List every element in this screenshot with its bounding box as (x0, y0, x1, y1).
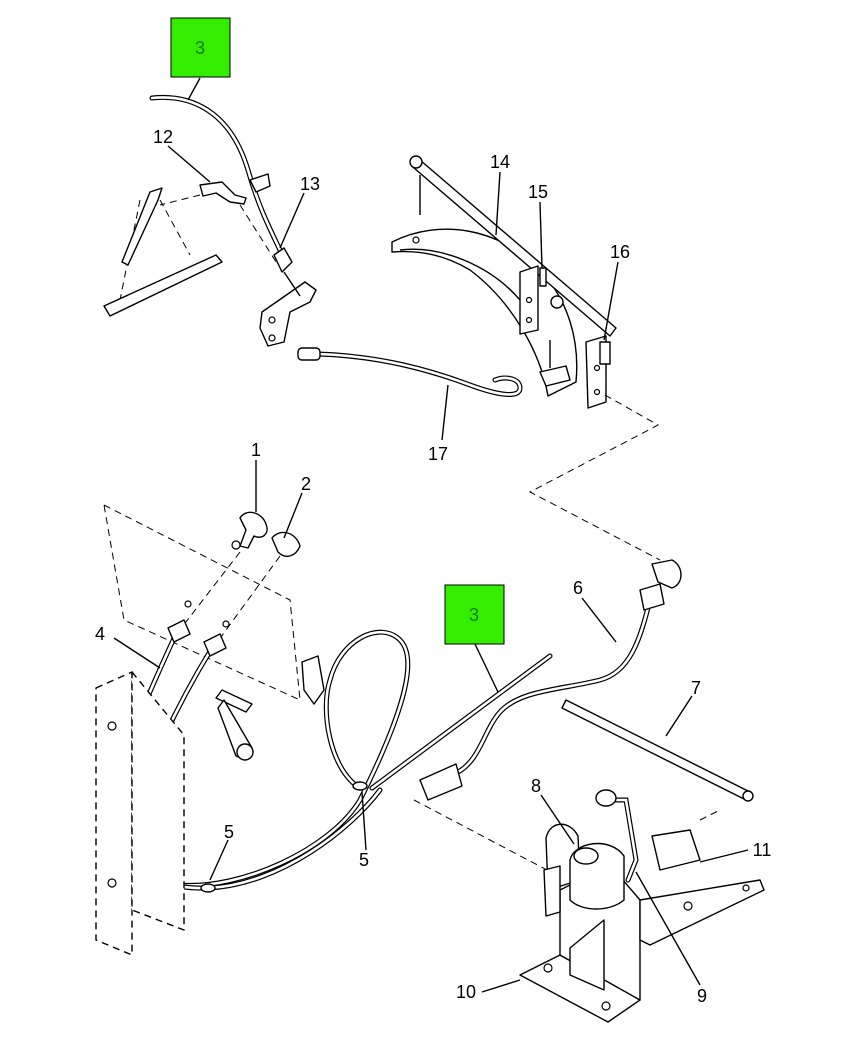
callout-5-left: 5 (224, 822, 234, 842)
callout-6: 6 (573, 578, 583, 598)
callout-17: 17 (428, 444, 448, 464)
callout-5-right: 5 (359, 850, 369, 870)
lower-left-assembly (95, 504, 411, 956)
callout-8: 8 (531, 776, 541, 796)
callout-15: 15 (528, 182, 548, 202)
upper-left-assembly (103, 94, 523, 397)
upper-right-assembly (391, 155, 661, 561)
callout-7: 7 (691, 678, 701, 698)
callout-4: 4 (95, 624, 105, 644)
highlight-label-lower: 3 (469, 605, 479, 625)
highlight-callout-3-lower: 3 (444, 584, 505, 645)
callout-leaders (113, 77, 749, 993)
callout-2: 2 (301, 474, 311, 494)
callout-16: 16 (610, 242, 630, 262)
lower-right-assembly (369, 559, 765, 1023)
callout-labels: 12 13 14 15 16 17 1 2 4 5 5 6 7 8 9 10 1… (95, 127, 771, 1006)
callout-14: 14 (490, 152, 510, 172)
highlight-label-upper: 3 (195, 38, 205, 58)
callout-13: 13 (300, 174, 320, 194)
callout-10: 10 (456, 982, 476, 1002)
callout-1: 1 (251, 440, 261, 460)
highlight-callout-3-upper: 3 (170, 17, 231, 78)
callout-12: 12 (153, 127, 173, 147)
callout-11: 11 (753, 840, 772, 860)
callout-9: 9 (697, 986, 707, 1006)
